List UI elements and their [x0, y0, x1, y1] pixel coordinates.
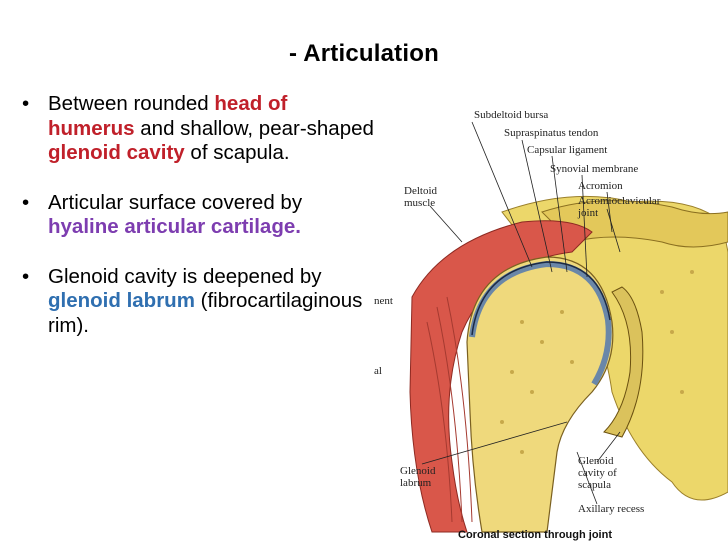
bullet-list: • Between rounded head of humerus and sh…	[22, 92, 374, 363]
label-axillary-recess: Axillary recess	[578, 503, 644, 515]
bullet-item-1: • Between rounded head of humerus and sh…	[22, 92, 374, 166]
figure-caption: Coronal section through joint	[458, 529, 612, 541]
glenoid	[603, 286, 644, 438]
label-left-cut-1: nent	[374, 295, 393, 307]
bullet-2-text: Articular surface covered by hyaline art…	[48, 190, 303, 239]
deltoid-striations	[426, 296, 473, 523]
leader-lines	[421, 121, 621, 505]
label-subdeltoid-bursa: Subdeltoid bursa	[474, 109, 548, 121]
label-acromioclavicular-2: joint	[577, 207, 598, 219]
bullet-dot: •	[22, 190, 30, 214]
label-glenoid-labrum-2: labrum	[400, 477, 432, 489]
term-glenoid-labrum: glenoid labrum	[48, 289, 195, 312]
slide-title: - Articulation	[289, 40, 439, 67]
term-glenoid-cavity: glenoid cavity	[48, 141, 185, 164]
bullet-3-text: Glenoid cavity is deepened by glenoid la…	[48, 264, 363, 337]
label-acromion: Acromion	[578, 180, 623, 192]
label-supraspinatus-tendon: Supraspinatus tendon	[504, 127, 599, 139]
label-deltoid-1: Deltoid	[404, 185, 437, 197]
label-left-cut-2: al	[374, 365, 382, 377]
label-capsular-ligament: Capsular ligament	[527, 144, 607, 156]
bullet-dot: •	[22, 92, 30, 115]
bullet-dot: •	[22, 264, 30, 288]
term-hyaline-cartilage: hyaline articular cartilage.	[48, 215, 301, 238]
bullet-1-text: Between rounded head of humerus and shal…	[48, 92, 374, 164]
shoulder-joint-illustration: Subdeltoid bursa Supraspinatus tendon Ca…	[374, 109, 728, 541]
articular-cartilage	[469, 260, 612, 386]
bone-texture	[500, 270, 694, 454]
label-glenoid-cavity-1: Glenoid	[578, 455, 614, 467]
label-glenoid-labrum-1: Glenoid	[400, 465, 436, 477]
label-deltoid-2: muscle	[404, 197, 435, 209]
term-head-of-humerus: head of humerus	[48, 92, 288, 140]
synovial-line	[471, 261, 611, 336]
label-synovial-membrane: Synovial membrane	[550, 163, 638, 175]
label-glenoid-cavity-2: cavity of	[578, 467, 617, 479]
bullet-item-2: • Articular surface covered by hyaline a…	[22, 191, 374, 240]
humerus	[466, 256, 614, 533]
bullet-item-3: • Glenoid cavity is deepened by glenoid …	[22, 265, 374, 339]
label-glenoid-cavity-3: scapula	[578, 479, 611, 491]
deltoid-muscle	[409, 220, 593, 533]
label-acromioclavicular-1: Acromioclavicular	[578, 195, 661, 207]
